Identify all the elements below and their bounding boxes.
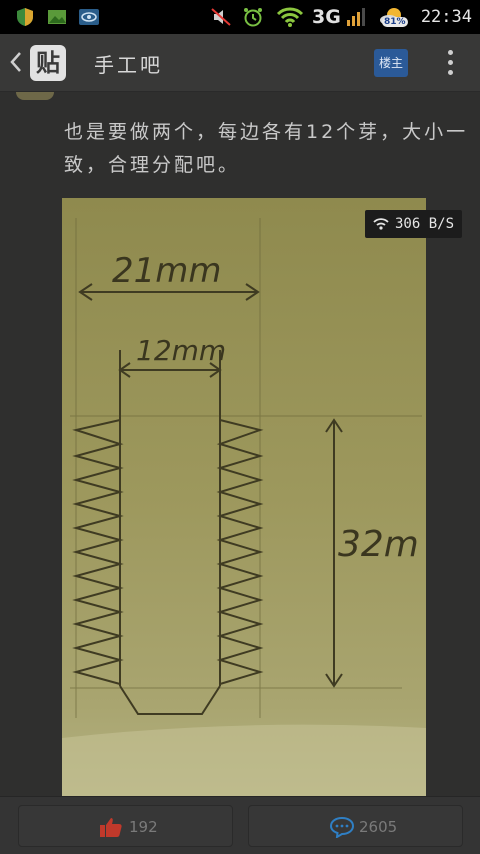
header-bar: 贴 手工吧 楼主 (0, 34, 480, 92)
inner-width-annotation: 12mm (136, 334, 226, 367)
post-text: 也是要做两个，每边各有12个芽，大小一致，合理分配吧。 (64, 121, 469, 176)
footer-bar: 192 2605 (0, 796, 480, 854)
battery-level: 81% (382, 17, 408, 27)
network-type: 3G (312, 6, 341, 28)
clock: 22:34 (420, 7, 472, 27)
status-bar: 3G 81% 22:34 (0, 0, 480, 34)
eye-icon (79, 9, 99, 25)
comment-button[interactable]: 2605 (248, 805, 463, 847)
network-speed-text: 306 B/S (395, 216, 455, 232)
thumbs-up-icon (100, 818, 122, 837)
wifi-icon (276, 7, 304, 27)
avatar[interactable] (16, 92, 54, 100)
alarm-icon (244, 8, 262, 27)
post-image[interactable]: 21mm 12mm 32m (62, 198, 426, 796)
post-content[interactable]: 也是要做两个，每边各有12个芽，大小一致，合理分配吧。 (0, 92, 480, 796)
network-speed-overlay: 306 B/S (365, 210, 463, 238)
shield-icon (17, 8, 33, 26)
like-count: 192 (129, 818, 158, 836)
comment-count: 2605 (359, 818, 398, 836)
app-logo[interactable]: 贴 (30, 45, 66, 81)
chevron-left-icon[interactable] (9, 51, 23, 73)
height-annotation: 32m (338, 524, 419, 565)
vertical-dots-icon[interactable] (444, 48, 456, 78)
owner-only-button[interactable]: 楼主 (374, 49, 408, 77)
width-annotation: 21mm (112, 251, 222, 291)
wifi-icon (373, 218, 389, 230)
comment-icon (329, 816, 355, 838)
like-button[interactable]: 192 (18, 805, 233, 847)
image-notification-icon (48, 10, 66, 24)
mute-icon (211, 8, 231, 26)
page-title: 手工吧 (94, 53, 163, 77)
signal-icon (347, 8, 365, 26)
